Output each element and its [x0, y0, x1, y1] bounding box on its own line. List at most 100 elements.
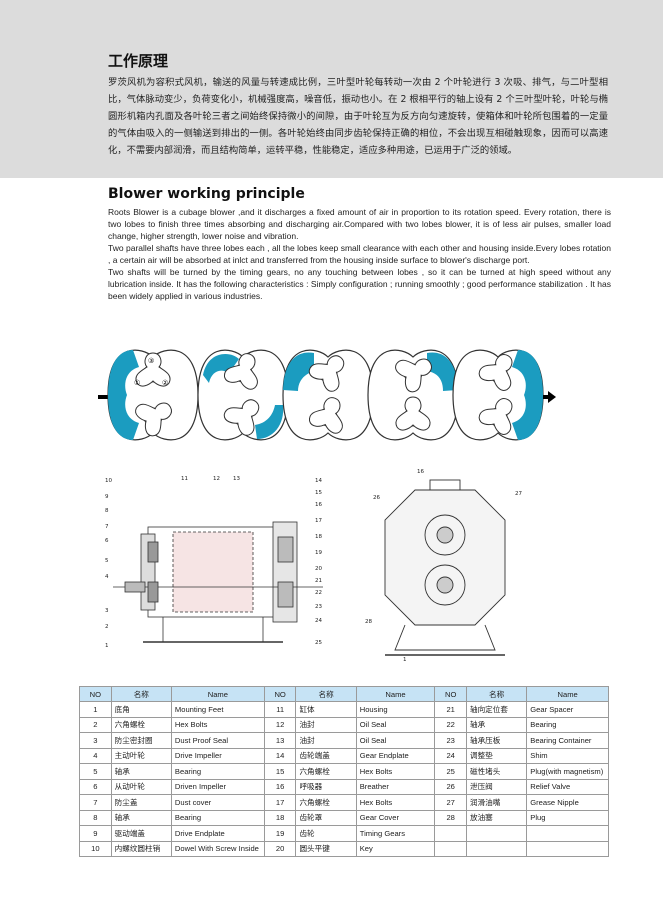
table-cell-en: Plug(with magnetism)	[526, 763, 609, 780]
english-paragraph: Two shafts will be turned by the timing …	[108, 267, 611, 301]
table-cell-no: 3	[79, 732, 112, 749]
cycle-stage-5	[452, 346, 544, 441]
callout-label: 1	[105, 643, 109, 649]
table-cell-no: 24	[434, 747, 467, 764]
callout-label: 1	[403, 657, 407, 663]
table-cell-cn: 轴承	[110, 763, 172, 780]
table-cell-cn	[465, 825, 528, 842]
table-cell-cn: 呼吸器	[295, 778, 357, 795]
table-cell-en: Key	[355, 840, 436, 857]
table-cell-no: 19	[263, 825, 297, 842]
table-cell-no: 18	[263, 809, 297, 826]
column-header: NO	[263, 686, 297, 702]
english-paragraph: Two parallel shafts have three lobes eac…	[108, 243, 611, 265]
table-cell-no: 21	[434, 701, 467, 718]
front-view-drawing: 16 26 27 28 1	[365, 469, 522, 663]
callout-label: 2	[105, 624, 109, 630]
table-cell-cn: 防尘盖	[110, 794, 172, 811]
table-cell-no: 25	[434, 763, 467, 780]
table-cell-no	[434, 825, 467, 842]
table-cell-no: 26	[434, 778, 467, 795]
callout-label: 10	[105, 478, 112, 484]
table-cell-no: 11	[263, 701, 297, 718]
table-cell-en: Shim	[526, 747, 609, 764]
table-cell-en: Bearing	[170, 763, 265, 780]
chinese-title: 工作原理	[108, 52, 169, 70]
table-cell-no: 5	[79, 763, 112, 780]
table-cell-no: 23	[434, 732, 467, 749]
table-cell-cn: 轴承	[110, 809, 172, 826]
table-cell-no: 6	[79, 778, 112, 795]
table-cell-cn: 轴承	[465, 716, 528, 733]
callout-label: 22	[315, 590, 322, 596]
lobe-number: ①	[134, 379, 140, 387]
table-cell-en: Bearing	[526, 716, 609, 733]
table-cell-en: Oil Seal	[355, 732, 436, 749]
table-cell-cn: 齿轮	[295, 825, 357, 842]
table-cell-en	[526, 840, 609, 857]
callout-label: 8	[105, 508, 109, 514]
lobe-number: ③	[148, 357, 154, 365]
table-cell-cn: 磁性堵头	[465, 763, 528, 780]
table-cell-cn: 轴向定位套	[465, 701, 528, 718]
table-cell-no: 10	[79, 840, 112, 857]
table-cell-en: Plug	[526, 809, 609, 826]
english-paragraph: Roots Blower is a cubage blower ,and it …	[108, 207, 611, 241]
table-cell-no: 7	[79, 794, 112, 811]
callout-label: 20	[315, 566, 322, 572]
callout-label: 17	[315, 518, 322, 524]
english-title: Blower working principle	[108, 186, 305, 202]
table-cell-cn: 油封	[295, 716, 357, 733]
table-cell-cn: 缸体	[295, 701, 357, 718]
cycle-stage-2	[197, 347, 289, 441]
table-cell-no: 17	[263, 794, 297, 811]
callout-label: 16	[417, 469, 424, 475]
column-header: Name	[526, 686, 609, 702]
callout-label: 25	[315, 640, 322, 646]
table-cell-cn: 六角螺栓	[295, 763, 357, 780]
callout-label: 18	[315, 534, 322, 540]
lobe-number: ②	[162, 379, 168, 387]
chinese-section-background	[0, 0, 663, 178]
table-cell-en: Bearing	[170, 809, 265, 826]
column-header: Name	[355, 686, 436, 702]
table-cell-en: Drive Impeller	[170, 747, 265, 764]
side-section-drawing: 10 9 8 7 6 5 4 3 2 1 11 12 13 14 15 16 1…	[105, 476, 323, 649]
callout-label: 11	[181, 476, 188, 482]
callout-label: 9	[105, 494, 109, 500]
callout-label: 13	[233, 476, 240, 482]
callout-label: 3	[105, 608, 109, 614]
callout-label: 19	[315, 550, 322, 556]
table-cell-en: Timing Gears	[355, 825, 436, 842]
callout-label: 26	[373, 495, 380, 501]
table-cell-no: 12	[263, 716, 297, 733]
table-cell-en: Grease Nipple	[526, 794, 609, 811]
callout-label: 5	[105, 558, 109, 564]
table-cell-no: 4	[79, 747, 112, 764]
table-cell-no: 9	[79, 825, 112, 842]
table-cell-cn: 齿轮罩	[295, 809, 357, 826]
table-cell-no: 22	[434, 716, 467, 733]
table-cell-en: Gear Endplate	[355, 747, 436, 764]
column-header: Name	[170, 686, 265, 702]
table-cell-cn: 从动叶轮	[110, 778, 172, 795]
table-cell-en: Hex Bolts	[355, 763, 436, 780]
table-cell-cn: 轴承压板	[465, 732, 528, 749]
table-cell-cn: 内螺纹圆柱销	[110, 840, 172, 857]
table-cell-no: 28	[434, 809, 467, 826]
callout-label: 4	[105, 574, 109, 580]
table-cell-en: Hex Bolts	[170, 716, 265, 733]
table-cell-en: Relief Valve	[526, 778, 609, 795]
table-cell-no: 1	[79, 701, 112, 718]
callout-label: 12	[213, 476, 220, 482]
table-cell-no: 13	[263, 732, 297, 749]
table-cell-en: Mounting Feet	[170, 701, 265, 718]
table-cell-en: Dust cover	[170, 794, 265, 811]
callout-label: 6	[105, 538, 109, 544]
callout-label: 21	[315, 578, 322, 584]
